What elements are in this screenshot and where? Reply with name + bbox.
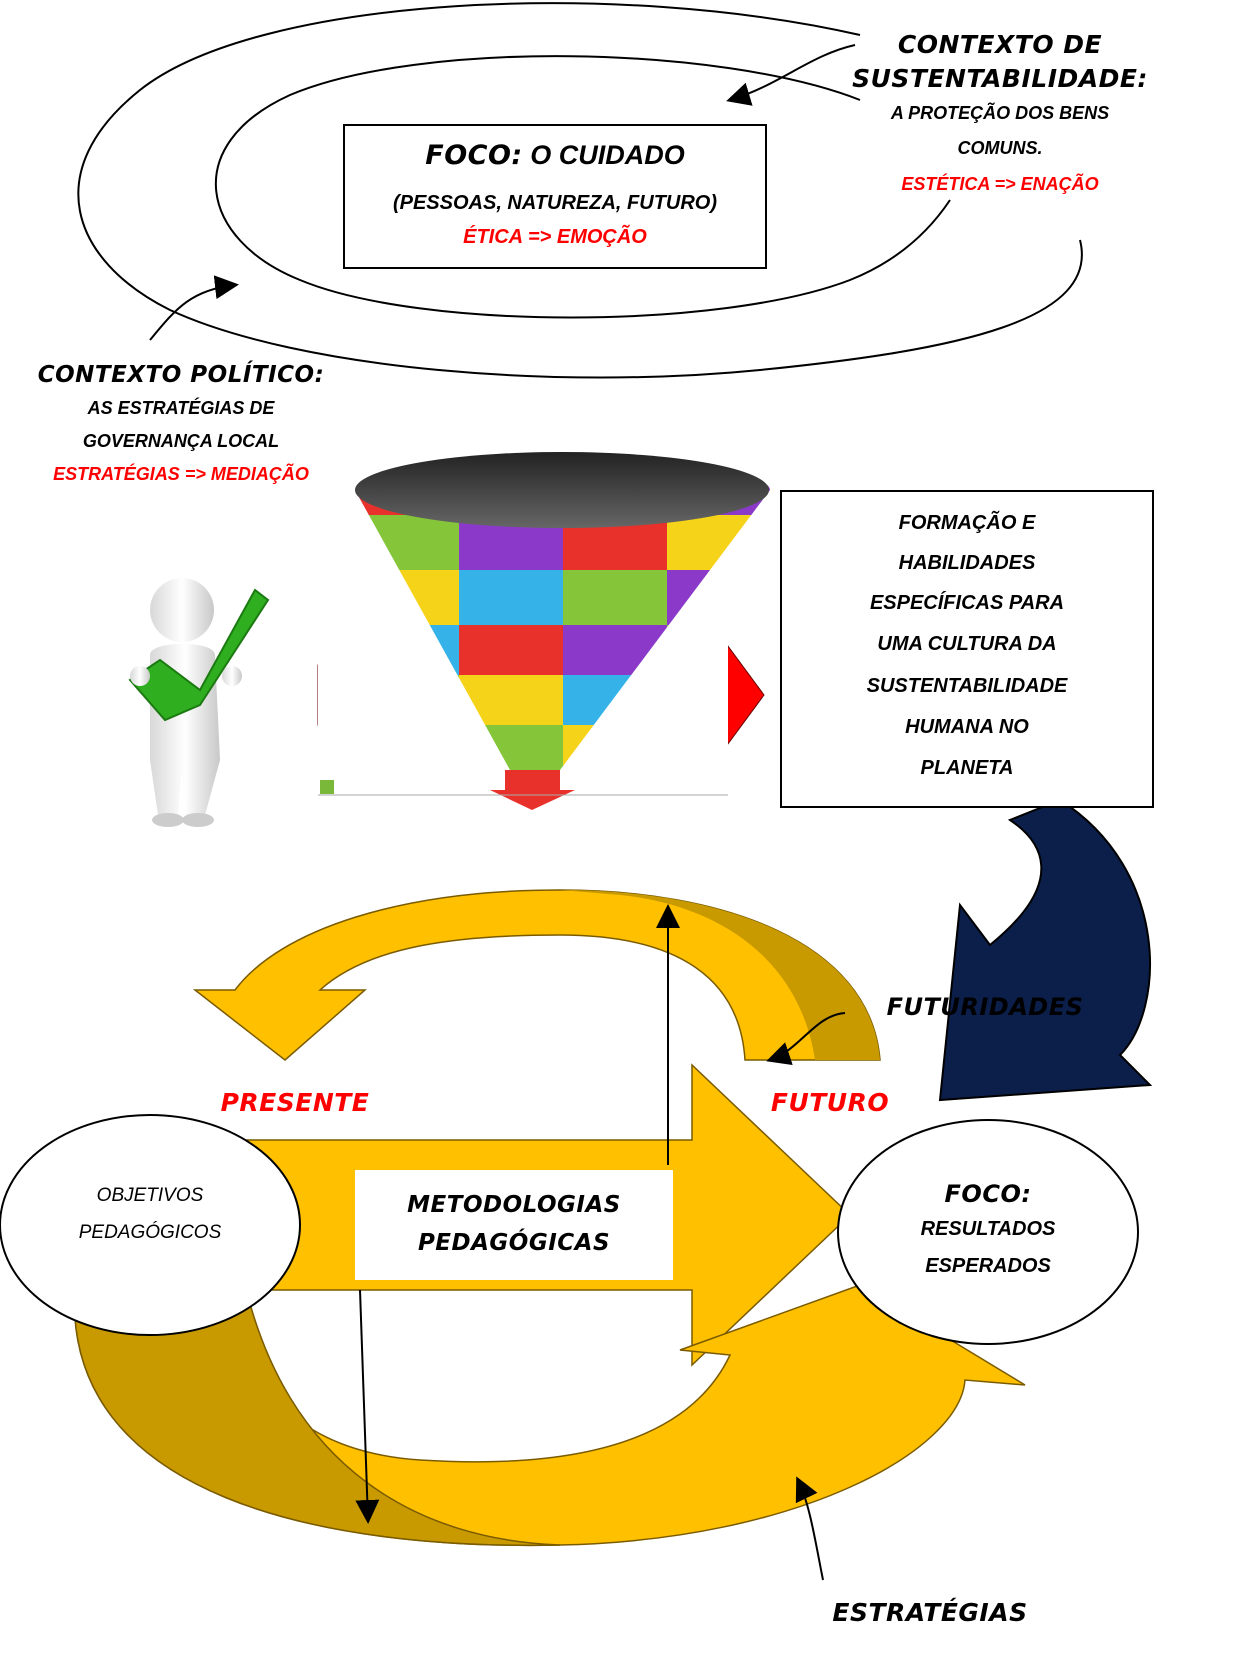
vertical-down-arrow bbox=[355, 1289, 380, 1524]
objetivos-line1: OBJETIVOS bbox=[96, 1185, 204, 1206]
formation-line-2: HABILIDADES bbox=[898, 552, 1036, 574]
focus-subtitle: O CUIDADO bbox=[530, 140, 685, 170]
top-return-arrow bbox=[192, 889, 881, 1061]
presente-label: PRESENTE bbox=[220, 1088, 370, 1117]
sustainability-title-1: CONTEXTO DE bbox=[897, 30, 1103, 59]
curved-arrow-icon bbox=[726, 44, 856, 106]
focus-line2: (PESSOAS, NATUREZA, FUTURO) bbox=[392, 192, 718, 214]
formation-line-4: UMA CULTURA DA bbox=[877, 633, 1057, 655]
formation-line-5: SUSTENTABILIDADE bbox=[866, 675, 1068, 697]
curved-arrow-icon bbox=[149, 275, 239, 341]
foco-resultados-oval bbox=[837, 1119, 1139, 1345]
political-title: CONTEXTO POLÍTICO: bbox=[37, 362, 325, 388]
person-checkmark-icon bbox=[72, 575, 312, 830]
futuridades-label: FUTURIDADES bbox=[886, 993, 1084, 1021]
metodologias-box bbox=[355, 1170, 673, 1280]
focus-line3: ÉTICA => EMOÇÃO bbox=[463, 226, 647, 248]
formation-line-3: ESPECÍFICAS PARA bbox=[869, 592, 1065, 614]
outer-context-ellipse bbox=[77, 2, 1083, 379]
color-funnel-icon bbox=[318, 452, 770, 810]
formation-line-1: FORMAÇÃO E bbox=[898, 512, 1036, 534]
metodologias-line2: PEDAGÓGICAS bbox=[417, 1230, 611, 1256]
inner-focus-ellipse bbox=[214, 55, 951, 319]
metodologias-line1: METODOLOGIAS bbox=[407, 1192, 621, 1218]
foco-title: FOCO: bbox=[944, 1180, 1032, 1208]
sustainability-line1: A PROTEÇÃO DOS BENS bbox=[890, 103, 1110, 123]
navy-curved-arrow bbox=[938, 798, 1153, 1102]
foco-line2: ESPERADOS bbox=[925, 1255, 1051, 1277]
sustainability-line3: ESTÉTICA => ENAÇÃO bbox=[901, 174, 1099, 194]
foco-line1: RESULTADOS bbox=[920, 1218, 1056, 1240]
formation-line-6: HUMANA NO bbox=[905, 716, 1029, 738]
curved-arrow-icon bbox=[766, 1012, 846, 1066]
focus-title-line: FOCO: O CUIDADO bbox=[343, 140, 767, 171]
estrategias-label: ESTRATÉGIAS bbox=[832, 1598, 1028, 1627]
sustainability-line2: COMUNS. bbox=[957, 138, 1043, 158]
objetivos-oval bbox=[0, 1114, 301, 1336]
formation-line-7: PLANETA bbox=[920, 757, 1014, 779]
sustainability-title-2: SUSTENTABILIDADE: bbox=[852, 64, 1148, 93]
focus-box bbox=[343, 124, 767, 269]
political-line1: AS ESTRATÉGIAS DE bbox=[87, 398, 275, 418]
political-line2: GOVERNANÇA LOCAL bbox=[82, 431, 280, 451]
bottom-return-arrow bbox=[73, 1284, 1026, 1547]
formation-box bbox=[780, 490, 1154, 808]
objetivos-line2: PEDAGÓGICOS bbox=[78, 1222, 222, 1243]
curved-arrow-icon bbox=[795, 1476, 824, 1581]
futuro-label: FUTURO bbox=[770, 1088, 890, 1117]
political-line3: ESTRATÉGIAS => MEDIAÇÃO bbox=[53, 464, 309, 484]
focus-title: FOCO: bbox=[425, 140, 523, 171]
